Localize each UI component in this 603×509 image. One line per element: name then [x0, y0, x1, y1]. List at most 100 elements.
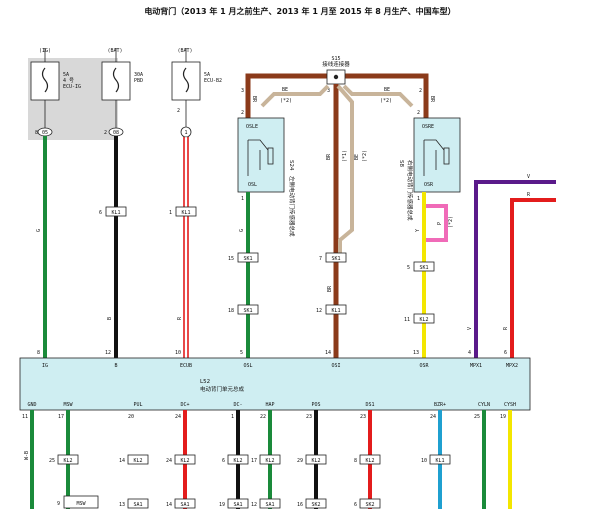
bottom-conn-pin: 25	[49, 458, 55, 464]
bottom-conn2-pin: 16	[297, 502, 303, 508]
sensor-s8-desc: 右侧电动背门传感器总成	[406, 160, 414, 221]
inline-c7-pin: 12	[316, 308, 322, 314]
ecu-bottom-pin-num: 17	[58, 414, 64, 420]
bottom-conn2-pin: 19	[219, 502, 225, 508]
ecu-bottom-pin-num: 11	[22, 414, 28, 420]
bottom-conn-box	[127, 454, 149, 465]
bottom-conn-pin: 6	[222, 458, 225, 464]
sensor-s24-pin-bottom: 1	[241, 196, 244, 202]
wire-mpx2: R R	[503, 192, 556, 358]
ecu-bottom-pin-num: 19	[500, 414, 506, 420]
bottom-conn-box	[305, 454, 327, 465]
wire-br-left: BR	[251, 96, 257, 103]
ecu-bottom-pin-name: MSW	[63, 402, 73, 408]
sensor-s24-label: S24	[288, 160, 294, 171]
wire-mpx1-color: V	[527, 174, 530, 180]
bottom-conn2-pin: 14	[166, 502, 172, 508]
splice-pin-right: 2	[419, 88, 422, 94]
sensor-s8-bottom: OSR	[424, 182, 434, 188]
fuse-ig-name1: 4 号	[63, 78, 74, 84]
bottom-conn-box	[429, 454, 451, 465]
fuse-ig-icon	[41, 67, 49, 93]
ecu-unit: L52 电动背门单元总成 8IG12B10ECUB5OSL14OSI13OSR4…	[19, 350, 531, 411]
ecu-bottom-pin-num: 23	[360, 414, 366, 420]
ecu-bottom-pin-num: 1	[231, 414, 234, 420]
ecu-bottom-pin-name: GND	[27, 402, 36, 408]
wire-br-center: BR	[326, 153, 332, 160]
wire-mpx1-color-low: V	[467, 327, 473, 330]
inline-c5-id: SK1	[419, 265, 428, 271]
wire-osr-pink-color: P	[437, 222, 443, 225]
ecu-bottom-pin-name: PUL	[133, 402, 142, 408]
inline-c3-pin: 15	[228, 256, 234, 262]
bottom-conn-box	[57, 454, 79, 465]
bottom-conn2-box	[227, 498, 249, 509]
msw-conn-pin: 9	[57, 501, 60, 507]
fuse-pbd-tag: (BAT)	[107, 48, 122, 54]
inline-c5-pin: 5	[407, 265, 410, 271]
bottom-conn-pin: 29	[297, 458, 303, 464]
sensor-s8-pin-top: 2	[417, 110, 420, 116]
diagram-title: 电动背门（2013 年 1 月之前生产、2013 年 1 月至 2015 年 8…	[144, 6, 455, 16]
bottom-conn2-box	[174, 498, 196, 509]
bottom-conn-box	[174, 454, 196, 465]
ecu-bottom-pin-name: BZR+	[434, 402, 446, 408]
wire-mpx2-color-low: R	[503, 326, 509, 330]
ecu-top-pin-name: B	[114, 363, 117, 369]
wire-osl-color: G	[239, 229, 245, 232]
ecu-bottom-pin-num: 25	[474, 414, 480, 420]
fuse-ecub2-icon	[182, 67, 190, 93]
fuse-ig-pin: 8	[35, 130, 38, 136]
bottom-conn-id: KL2	[365, 458, 374, 464]
fuse-ecub2-name1: ECU-B2	[204, 78, 222, 84]
bottom-conn2-pin: 13	[119, 502, 125, 508]
bottom-conn-pin: 14	[119, 458, 125, 464]
ecu-bottom-pin-num: 23	[306, 414, 312, 420]
bottom-conn2-id: SA1	[133, 502, 142, 508]
fuse-ecub2-rating: 5A	[204, 72, 210, 78]
bottom-conn2-id: SA1	[265, 502, 274, 508]
fuse-ecub2: (BAT) 5A ECU-B2 2 1	[171, 48, 222, 138]
ecu-top-pin-name: OSR	[419, 363, 429, 369]
fuse-ig-rating: 5A	[63, 72, 69, 78]
bottom-conn2-id: SK2	[365, 502, 374, 508]
wire-be-right: BE	[384, 87, 390, 93]
sensor-s24: OSLE OSL S24 左侧电动背门传感器总成 2 1 G 15 SK1 18…	[228, 110, 296, 358]
ecu-bottom-pin-name: POS	[311, 402, 320, 408]
bottom-conn2-id: SA1	[180, 502, 189, 508]
ecu-top-pin-num: 4	[468, 350, 471, 356]
wire-osr-color: Y	[415, 229, 421, 232]
ecu-top-pin-num: 6	[504, 350, 507, 356]
fuse-ecub2-conn: 1	[184, 130, 187, 136]
bottom-conn-pin: 10	[421, 458, 427, 464]
bottom-conn-pin: 24	[166, 458, 172, 464]
sensor-s8-top: OSRE	[422, 124, 434, 130]
ground-label: W-B	[24, 451, 30, 460]
fuse-ecub2-tag: (BAT)	[177, 48, 192, 54]
wire-ig: G	[36, 136, 47, 358]
sensor-s8-label: S8	[398, 160, 404, 167]
ecu-bottom-pin-num: 20	[128, 414, 134, 420]
sensor-s24-top: OSLE	[246, 124, 258, 130]
ecu-top-pin-name: OSL	[243, 363, 252, 369]
wire-be-left: BE	[282, 87, 288, 93]
ecu-bottom-pin-name: HAP	[265, 402, 274, 408]
wire-mpx1: V V	[467, 174, 556, 358]
splice-desc: 接线连接器	[322, 60, 350, 68]
msw-conn: MSW	[76, 501, 86, 507]
ecu-bottom-pin-name: DC-	[233, 402, 242, 408]
fuse-pbd-rating: 30A	[134, 72, 143, 78]
ecu-bottom-pin-num: 24	[430, 414, 436, 420]
ecu-bottom-pin-name: DC+	[180, 402, 189, 408]
note-left-2: (*2)	[280, 98, 292, 104]
ecu-bottom-pin-name: CYSH	[504, 402, 516, 408]
bottom-conn-id: KL2	[311, 458, 320, 464]
ecu-top-pin-name: MPX1	[470, 363, 482, 369]
ecu-bottom-pin-num: 22	[260, 414, 266, 420]
inline-c1-pin: 6	[99, 210, 102, 216]
ecu-top-pin-name: ECUB	[180, 363, 192, 369]
note-s8-2: (*2)	[448, 216, 454, 228]
bottom-conn2-id: SA1	[233, 502, 242, 508]
